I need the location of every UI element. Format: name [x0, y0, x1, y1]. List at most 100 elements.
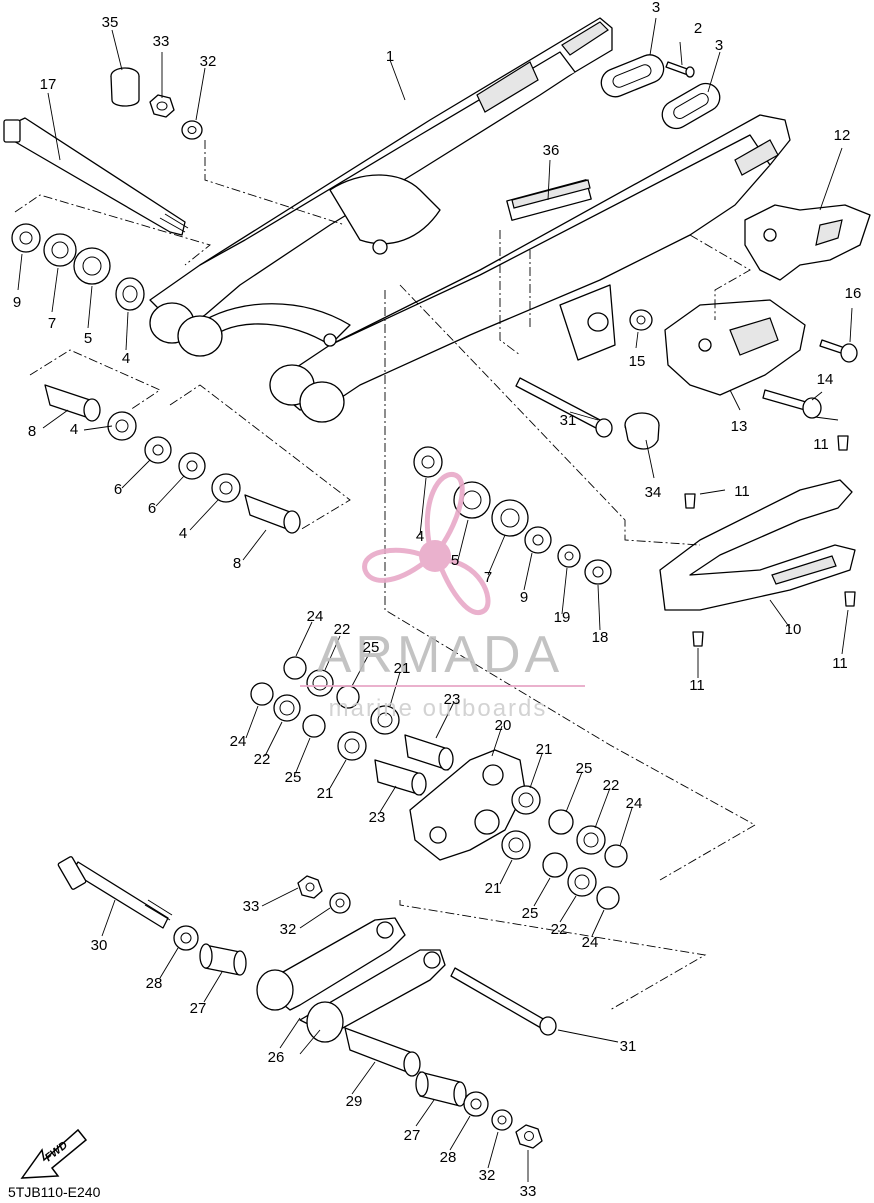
- callout-15: 15: [629, 353, 646, 370]
- nut-15: [629, 309, 653, 331]
- washer-32-low: [329, 892, 351, 914]
- callout-4: 4: [416, 528, 424, 545]
- chain-slider-10: [659, 479, 856, 611]
- bolt-16: [819, 339, 858, 363]
- nut-33-bottom: [515, 1124, 543, 1149]
- callout-5: 5: [451, 552, 459, 569]
- callout-11: 11: [734, 483, 750, 500]
- collar-27-a: [199, 943, 247, 976]
- bearings-21-left: [337, 705, 400, 761]
- callout-8: 8: [28, 423, 36, 440]
- callout-21: 21: [536, 741, 553, 758]
- callout-8: 8: [233, 555, 241, 572]
- seals-25-22-24-right: [542, 809, 628, 910]
- callout-6: 6: [148, 500, 156, 517]
- collar-8-b: [244, 494, 301, 534]
- callout-9: 9: [13, 294, 21, 311]
- callout-4: 4: [122, 350, 130, 367]
- bolt-2: [665, 61, 695, 78]
- bearing-4-b: [107, 411, 137, 441]
- callout-19: 19: [554, 609, 571, 626]
- bolt-14: [762, 389, 822, 419]
- propeller-logo-icon: [362, 472, 491, 615]
- chain-puller-13: [664, 299, 806, 396]
- watermark: ARMADA marine outboards: [300, 472, 585, 722]
- callout-6: 6: [114, 481, 122, 498]
- bolt-31-low: [450, 967, 557, 1036]
- callout-28: 28: [146, 975, 163, 992]
- callout-26: 26: [268, 1049, 285, 1066]
- callout-11: 11: [689, 677, 705, 694]
- callout-11: 11: [813, 436, 829, 453]
- callout-14: 14: [817, 371, 834, 388]
- bearings-21-right: [501, 785, 541, 860]
- callout-31: 31: [560, 412, 577, 429]
- diagram-code: 5TJB110-E240: [8, 1184, 101, 1200]
- seal-9-top: [11, 223, 41, 253]
- collars-23: [374, 734, 454, 796]
- callout-25: 25: [522, 905, 539, 922]
- callout-27: 27: [404, 1127, 421, 1144]
- bolt-31-top: [515, 377, 613, 438]
- assembly-guide-lines: [14, 140, 756, 1011]
- callout-11: 11: [832, 655, 848, 672]
- callout-10: 10: [785, 621, 802, 638]
- seal-9-mid: [524, 526, 552, 554]
- callout-7: 7: [48, 315, 56, 332]
- callout-22: 22: [254, 751, 271, 768]
- nut-33-top: [149, 94, 175, 118]
- callout-5: 5: [84, 330, 92, 347]
- plate-3-a: [600, 54, 665, 98]
- callout-22: 22: [551, 921, 568, 938]
- callout-12: 12: [834, 127, 851, 144]
- plate-3-b: [661, 82, 721, 130]
- collar-29: [344, 1027, 421, 1077]
- callout-20: 20: [495, 717, 512, 734]
- watermark-brand: ARMADA: [317, 626, 563, 684]
- callout-27: 27: [190, 1000, 207, 1017]
- callout-2: 2: [694, 20, 702, 37]
- callout-32: 32: [479, 1167, 496, 1184]
- callout-13: 13: [731, 418, 748, 435]
- callout-28: 28: [440, 1149, 457, 1166]
- callout-21: 21: [394, 660, 411, 677]
- callout-33: 33: [243, 898, 260, 915]
- collar-7-mid: [491, 499, 529, 537]
- callout-22: 22: [334, 621, 351, 638]
- callout-16: 16: [845, 285, 862, 302]
- callout-1: 1: [386, 48, 394, 65]
- callout-23: 23: [444, 691, 461, 708]
- callout-18: 18: [592, 629, 609, 646]
- screws-11: [684, 435, 856, 647]
- callout-21: 21: [317, 785, 334, 802]
- watermark-tagline: marine outboards: [329, 695, 548, 722]
- callout-31: 31: [620, 1038, 637, 1055]
- nut-18: [584, 559, 612, 585]
- fwd-arrow-icon: FWD: [20, 1128, 88, 1179]
- seal-5-top: [73, 247, 111, 285]
- callout-33: 33: [153, 33, 170, 50]
- callout-24: 24: [626, 795, 643, 812]
- callout-22: 22: [603, 777, 620, 794]
- bolt-30: [57, 856, 173, 929]
- washer-32-bottom: [491, 1109, 513, 1131]
- callout-29: 29: [346, 1093, 363, 1110]
- chain-guide-12: [744, 204, 871, 281]
- callout-24: 24: [307, 608, 324, 625]
- callout-34: 34: [645, 484, 662, 501]
- seals-24-22-25-left: [250, 656, 360, 738]
- seal-28-a: [173, 925, 199, 951]
- callout-9: 9: [520, 589, 528, 606]
- callout-25: 25: [285, 769, 302, 786]
- bushing-35: [110, 67, 140, 107]
- callout-35: 35: [102, 14, 119, 31]
- callout-24: 24: [230, 733, 247, 750]
- nut-33-low: [297, 875, 323, 899]
- callout-30: 30: [91, 937, 108, 954]
- washer-32-top: [181, 120, 203, 140]
- washer-6-a: [144, 436, 172, 464]
- callout-3: 3: [715, 37, 723, 54]
- callout-33: 33: [520, 1183, 537, 1200]
